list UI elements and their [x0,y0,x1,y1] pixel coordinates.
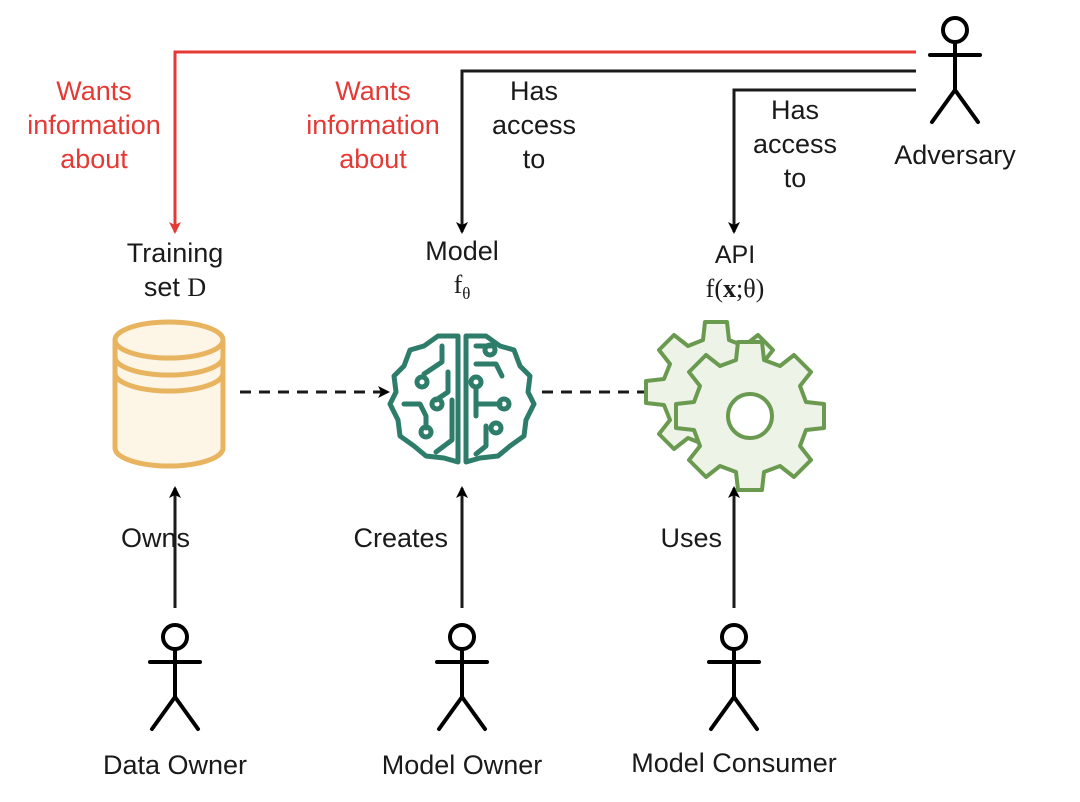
data-owner-stick-figure-icon [148,623,202,731]
brain-circuit-icon [387,333,537,465]
data-owner-label: Data Owner [102,750,248,780]
edge-access-model [456,69,916,234]
model-consumer-stick-figure-icon [707,623,761,731]
edge-access-api [728,88,916,234]
api-label: API f(x;θ) [705,241,765,303]
label-creates: Creates [353,523,448,553]
model-consumer-label: Model Consumer [631,748,837,778]
label-access-model: Has access to [491,76,577,174]
model-owner-stick-figure-icon [435,623,489,731]
adversary-label: Adversary [894,140,1016,170]
label-uses: Uses [660,523,722,553]
edge-wants-info-training [169,50,916,234]
model-label: Model fθ [425,236,499,303]
gears-icon [644,320,826,492]
label-wants-info-model: Wants information about [306,76,440,174]
label-owns: Owns [120,523,190,553]
label-wants-info-training: Wants information about [27,76,161,174]
adversary-stick-figure-icon [928,16,982,124]
database-icon [112,319,226,469]
model-owner-label: Model Owner [381,750,543,780]
training-set-label: Training set D [126,238,224,302]
label-access-api: Has access to [752,95,838,193]
